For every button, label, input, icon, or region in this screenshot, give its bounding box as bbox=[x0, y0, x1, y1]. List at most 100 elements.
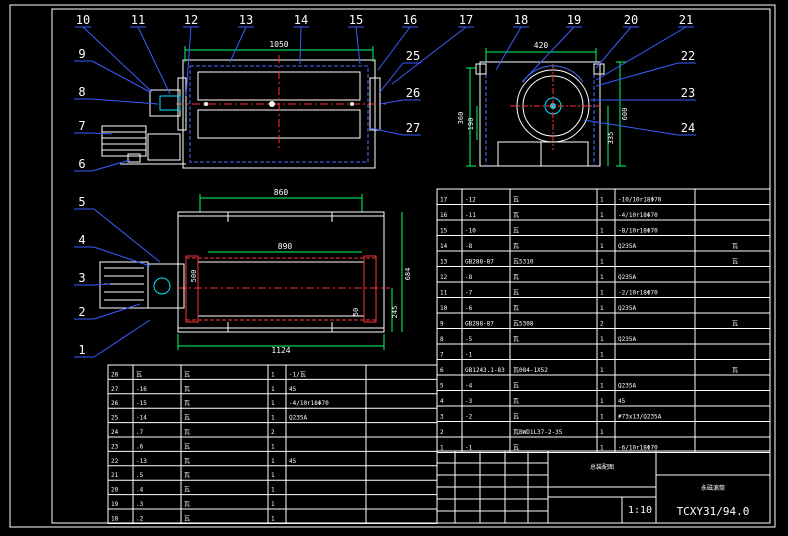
bom-cell: -4 bbox=[465, 383, 473, 390]
bom-cell: Q235A bbox=[618, 383, 636, 390]
bom-note: 瓦 bbox=[732, 321, 738, 328]
bom-cell: Q235A bbox=[618, 243, 636, 250]
bom-cell: -4/10r18Φ70 bbox=[289, 400, 329, 407]
callout-8: 8 bbox=[78, 85, 85, 99]
bom-cell: Q235A bbox=[618, 274, 636, 281]
dim-890: 890 bbox=[278, 242, 293, 251]
bom-cell: 瓦5310 bbox=[513, 259, 534, 266]
bom-cell: -6/10r18Φ70 bbox=[618, 445, 658, 452]
bom-cell: 2 bbox=[600, 321, 604, 328]
bom-cell: 28 bbox=[111, 371, 119, 378]
bom-cell: 瓦 bbox=[184, 443, 190, 450]
dim-1124: 1124 bbox=[271, 346, 290, 355]
callout-5: 5 bbox=[78, 195, 85, 209]
callout-22: 22 bbox=[681, 49, 695, 63]
bom-cell: 1 bbox=[600, 445, 604, 452]
bom-cell: 21 bbox=[111, 472, 119, 479]
bom-cell: 1 bbox=[271, 371, 275, 378]
callout-21: 21 bbox=[679, 13, 693, 27]
bom-cell: 瓦 bbox=[184, 415, 190, 422]
bom-cell: 3 bbox=[440, 414, 444, 421]
bom-cell: -3 bbox=[465, 398, 473, 405]
callout-4: 4 bbox=[78, 233, 85, 247]
bom-cell: 1 bbox=[600, 212, 604, 219]
callout-18: 18 bbox=[514, 13, 528, 27]
bom-cell: 瓦 bbox=[513, 228, 519, 235]
drawing-number: TCXY31/94.0 bbox=[677, 505, 750, 518]
callout-leaders bbox=[74, 26, 696, 358]
bom-cell: 5 bbox=[440, 383, 444, 390]
bom-cell: 1 bbox=[271, 415, 275, 422]
bom-cell: -10 bbox=[465, 228, 476, 235]
bom-cell: GB288-87 bbox=[465, 259, 494, 266]
bom-cell: .2 bbox=[136, 515, 144, 522]
callout-26: 26 bbox=[406, 86, 420, 100]
bom-cell: -7 bbox=[465, 290, 473, 297]
bom-cell: -6 bbox=[465, 305, 473, 312]
bom-cell: 瓦 bbox=[513, 305, 519, 312]
bom-cell: 26 bbox=[111, 400, 119, 407]
bom-cell: 瓦5308 bbox=[513, 321, 534, 328]
bom-cell: -4/10r18Φ70 bbox=[618, 212, 658, 219]
bom-cell: 瓦 bbox=[184, 501, 190, 508]
bom-cell: .3 bbox=[136, 501, 144, 508]
callout-19: 19 bbox=[567, 13, 581, 27]
callout-1: 1 bbox=[78, 343, 85, 357]
bom-cell: 8 bbox=[440, 336, 444, 343]
callout-14: 14 bbox=[294, 13, 308, 27]
bom-cell: 7 bbox=[440, 352, 444, 359]
bom-cell: 1 bbox=[440, 445, 444, 452]
bom-cell: -12 bbox=[465, 197, 476, 204]
bom-cell: 14 bbox=[440, 243, 448, 250]
callout-13: 13 bbox=[239, 13, 253, 27]
bom-cell: 1 bbox=[600, 228, 604, 235]
bom-cell: 瓦 bbox=[513, 197, 519, 204]
bom-cell: 1 bbox=[271, 487, 275, 494]
callout-12: 12 bbox=[184, 13, 198, 27]
bom-cell: 10 bbox=[440, 305, 448, 312]
dim-860: 860 bbox=[274, 188, 289, 197]
dim-1050: 1050 bbox=[269, 40, 288, 49]
bom-cell: 4 bbox=[440, 398, 444, 405]
callout-10: 10 bbox=[76, 13, 90, 27]
bom-cell: -8 bbox=[465, 243, 473, 250]
bom-cell: 瓦 bbox=[513, 398, 519, 405]
bom-cell: 瓦 bbox=[184, 458, 190, 465]
bom-cell: 瓦 bbox=[184, 515, 190, 522]
bom-cell: 瓦 bbox=[513, 290, 519, 297]
bom-cell: 1 bbox=[600, 398, 604, 405]
bom-cell: 1 bbox=[600, 243, 604, 250]
bom-cell: 1 bbox=[271, 501, 275, 508]
bom-cell: 9 bbox=[440, 321, 444, 328]
callout-11: 11 bbox=[131, 13, 145, 27]
bom-cell: -11 bbox=[465, 212, 476, 219]
bom-cell: 1 bbox=[271, 472, 275, 479]
bom-cell: 1 bbox=[600, 197, 604, 204]
bom-row: 19 .3 瓦 1 bbox=[111, 501, 275, 508]
dim-500: 500 bbox=[190, 270, 198, 283]
callout-7: 7 bbox=[78, 119, 85, 133]
bom-cell: 45 bbox=[289, 458, 297, 465]
dim-420: 420 bbox=[534, 41, 549, 50]
side-view: 420 360 190 600 335 bbox=[457, 41, 629, 167]
bom-cell: 19 bbox=[111, 501, 119, 508]
bom-cell: 1 bbox=[271, 515, 275, 522]
bom-cell: -16 bbox=[136, 386, 147, 393]
bom-cell: 24 bbox=[111, 429, 119, 436]
